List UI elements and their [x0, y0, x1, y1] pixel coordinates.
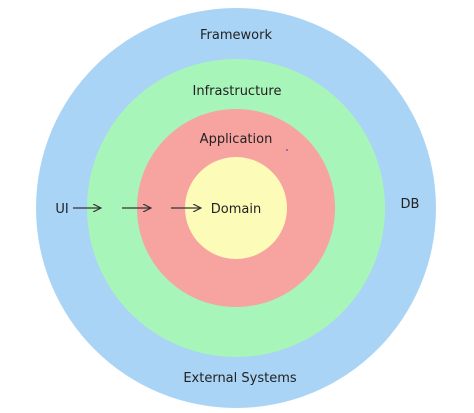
application-label: Application	[200, 132, 273, 147]
db-label: DB	[401, 197, 420, 212]
domain-label: Domain	[211, 202, 261, 217]
domain-core	[185, 157, 287, 259]
infrastructure-label: Infrastructure	[193, 84, 282, 99]
framework-label: Framework	[200, 28, 272, 43]
external-systems-label: External Systems	[183, 371, 297, 386]
ui-label: UI	[55, 202, 68, 217]
stray-dot	[286, 149, 288, 151]
